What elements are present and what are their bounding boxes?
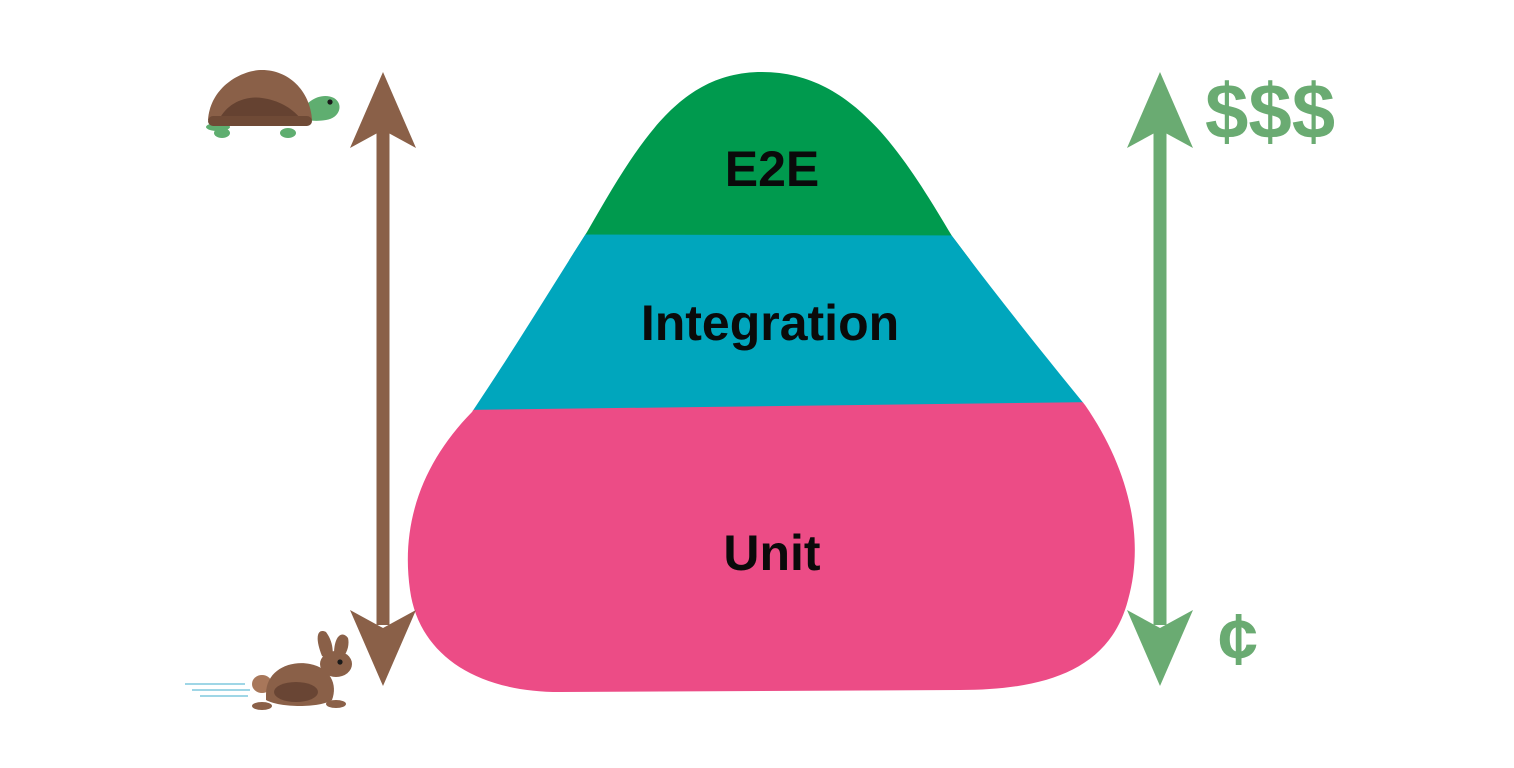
cost-axis-arrow-up <box>1127 72 1193 148</box>
layer-integration-band <box>407 234 1135 412</box>
cost-high-label: $$$ <box>1205 67 1335 155</box>
cost-axis <box>1127 72 1193 686</box>
speed-axis <box>350 72 416 686</box>
speed-axis-arrow-down <box>350 610 416 686</box>
layer-unit-band <box>407 401 1135 692</box>
rabbit-icon <box>185 631 352 710</box>
speed-axis-arrow-up <box>350 72 416 148</box>
layer-label-e2e: E2E <box>725 141 820 197</box>
layer-label-integration: Integration <box>641 295 899 351</box>
cost-axis-arrow-down <box>1127 610 1193 686</box>
turtle-icon <box>206 70 340 138</box>
cost-low-label: ¢ <box>1218 600 1258 680</box>
layer-label-unit: Unit <box>723 525 821 581</box>
